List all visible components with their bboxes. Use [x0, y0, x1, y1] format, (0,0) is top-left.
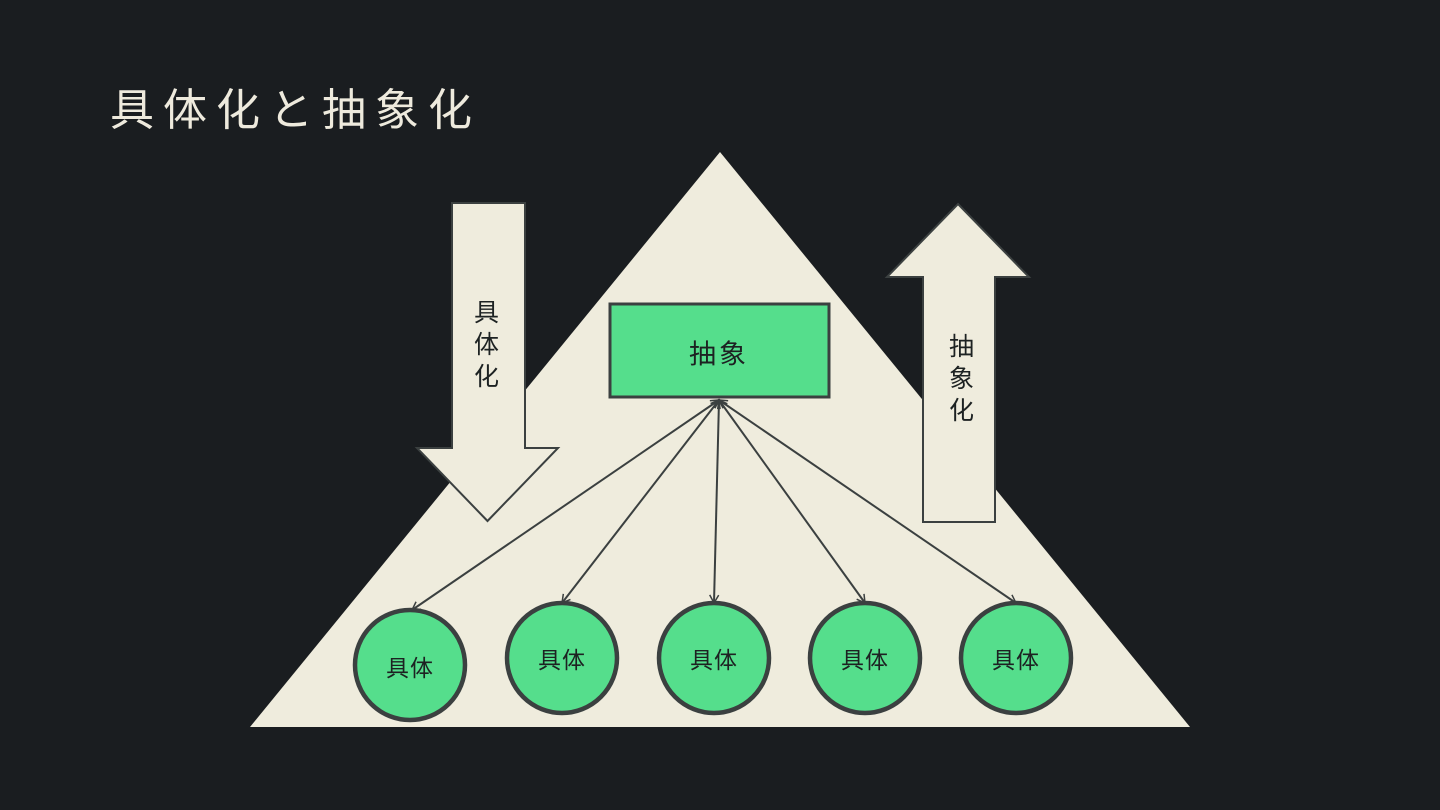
concrete-circle-label: 具体	[841, 647, 889, 673]
connector-abstract-to-concrete-5	[719, 400, 1016, 603]
connector-abstract-to-concrete-2	[562, 400, 719, 603]
abstractize-arrow-label: 抽象化	[945, 333, 974, 429]
abstract-box	[608, 302, 831, 399]
concrete-circle-label: 具体	[690, 647, 738, 673]
concrete-circle-label: 具体	[992, 647, 1040, 673]
concrete-circle-1	[352, 607, 468, 723]
concrete-circle-label: 具体	[386, 655, 434, 681]
concrete-circle-label: 具体	[538, 647, 586, 673]
concretize-arrow-label: 具体化	[470, 299, 499, 395]
abstract-box-label: 抽象	[689, 339, 749, 370]
slide-title: 具体化と抽象化	[110, 86, 481, 135]
